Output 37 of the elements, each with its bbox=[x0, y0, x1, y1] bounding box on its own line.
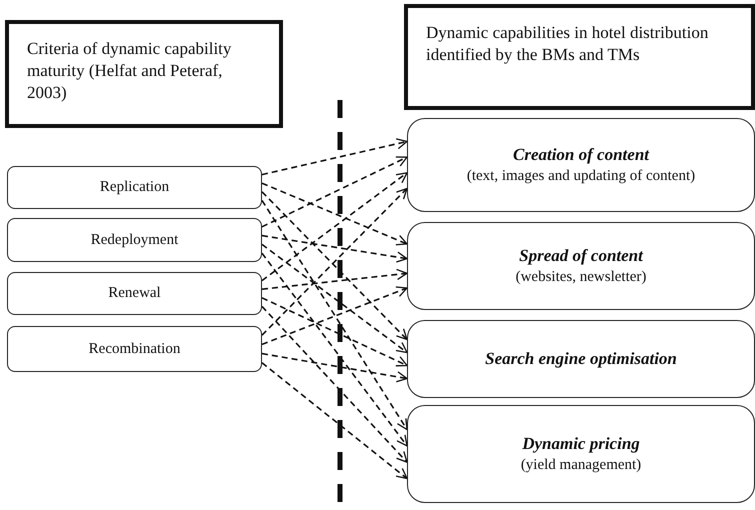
process-box bbox=[407, 118, 755, 212]
process-box bbox=[407, 320, 755, 398]
heading-box bbox=[5, 20, 283, 128]
box-label: Replication bbox=[100, 179, 170, 196]
box-title: Spread of content bbox=[519, 244, 643, 267]
arrow bbox=[262, 297, 408, 366]
arrow bbox=[261, 252, 408, 446]
arrow bbox=[262, 286, 408, 346]
process-box bbox=[7, 272, 262, 315]
arrow bbox=[262, 172, 408, 282]
arrow bbox=[261, 200, 408, 430]
arrow bbox=[262, 156, 408, 228]
box-label: Recombination bbox=[88, 340, 180, 358]
box-subtitle: (text, images and updating of content) bbox=[466, 167, 696, 186]
box-label: Renewal bbox=[108, 285, 161, 302]
box-title: Dynamic pricing bbox=[522, 432, 640, 455]
arrow bbox=[262, 182, 408, 246]
box-label: Search engine optimisation bbox=[485, 348, 677, 370]
arrow bbox=[262, 268, 408, 290]
arrow bbox=[262, 362, 408, 480]
heading-box bbox=[404, 4, 755, 110]
arrow bbox=[261, 306, 408, 463]
arrow bbox=[262, 352, 408, 382]
box-label: Dynamic capabilities in hotel distribution identified by the BMs and TMs bbox=[426, 22, 710, 66]
arrow bbox=[262, 244, 408, 354]
process-box bbox=[7, 166, 262, 209]
box-label: Redeployment bbox=[90, 232, 178, 248]
process-box bbox=[7, 326, 262, 372]
box-label: Criteria of dynamic capability maturity (Helfat and Peteraf, 2003) bbox=[27, 38, 232, 104]
process-box bbox=[407, 222, 755, 310]
process-box bbox=[407, 405, 755, 503]
arrow bbox=[262, 234, 408, 263]
box-subtitle: (websites, newsletter) bbox=[516, 268, 646, 288]
box-title: Creation of content bbox=[512, 144, 649, 166]
box-subtitle: (yield management) bbox=[520, 456, 642, 476]
arrow bbox=[262, 138, 408, 176]
process-box bbox=[7, 218, 262, 262]
